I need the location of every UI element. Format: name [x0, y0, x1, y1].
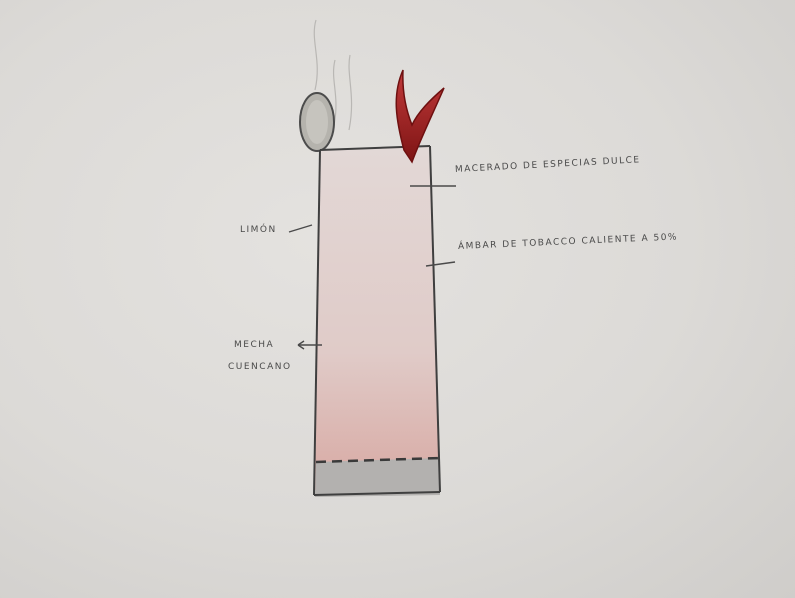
label-mecha-line2: CUENCANO	[228, 362, 292, 372]
label-limon: LIMÓN	[240, 225, 277, 235]
candle-base	[315, 458, 440, 497]
lemon-slice-icon	[300, 93, 334, 151]
label-mecha-line1: MECHA	[234, 340, 274, 350]
candle-wax	[315, 146, 440, 490]
